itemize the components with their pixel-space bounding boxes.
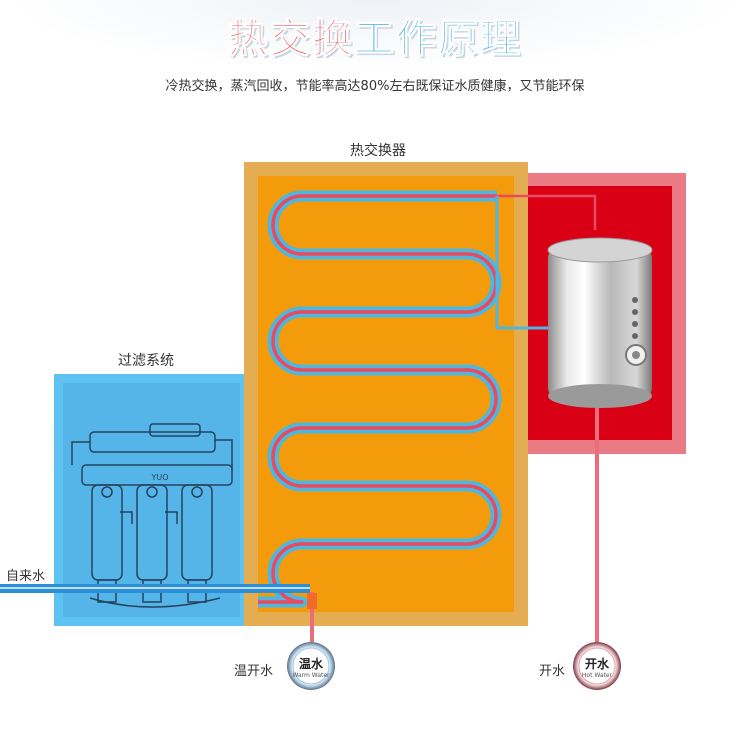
page-title: 热交换工作原理	[0, 6, 750, 64]
hot-water-coil	[258, 194, 498, 604]
hot-water-pipe	[595, 400, 599, 642]
boiler-tank	[547, 237, 653, 408]
heat-exchanger-label: 热交换器	[350, 143, 406, 159]
filter-unit-illustration: YUO	[71, 423, 233, 608]
hot-water-badge-cn: 开水	[584, 657, 609, 671]
tap-water-pipe	[0, 584, 310, 593]
steam-return-pipe	[497, 194, 597, 230]
page-subtitle: 冷热交换，蒸汽回收，节能率高达80%左右既保证水质健康，又节能环保	[165, 79, 585, 94]
brand-logo: YUO	[150, 473, 168, 482]
cold-feed-pipe	[495, 196, 548, 330]
warm-water-label: 温开水	[234, 664, 274, 679]
hot-water-badge-en: Hot Water	[581, 672, 613, 679]
warm-water-badge-en: Warm Water	[292, 672, 330, 679]
warm-water-valve	[307, 593, 317, 609]
title-working-principle: 工作原理	[354, 16, 522, 63]
filter-system-label: 过滤系统	[118, 353, 174, 369]
header-background	[0, 0, 750, 70]
boiling-water-label: 开水	[539, 664, 566, 679]
hot-water-badge-text: 开水 Hot Water	[577, 655, 617, 679]
warm-water-badge-text: 温水 Warm Water	[291, 655, 331, 679]
warm-water-badge	[287, 642, 335, 690]
warm-water-pipe	[310, 592, 314, 642]
tap-water-label: 自来水	[6, 569, 46, 584]
heat-exchanger-panel	[244, 162, 528, 626]
warm-water-badge-cn: 温水	[298, 657, 323, 671]
title-heat-exchange: 热交换	[228, 16, 354, 63]
hot-water-badge	[573, 642, 621, 690]
